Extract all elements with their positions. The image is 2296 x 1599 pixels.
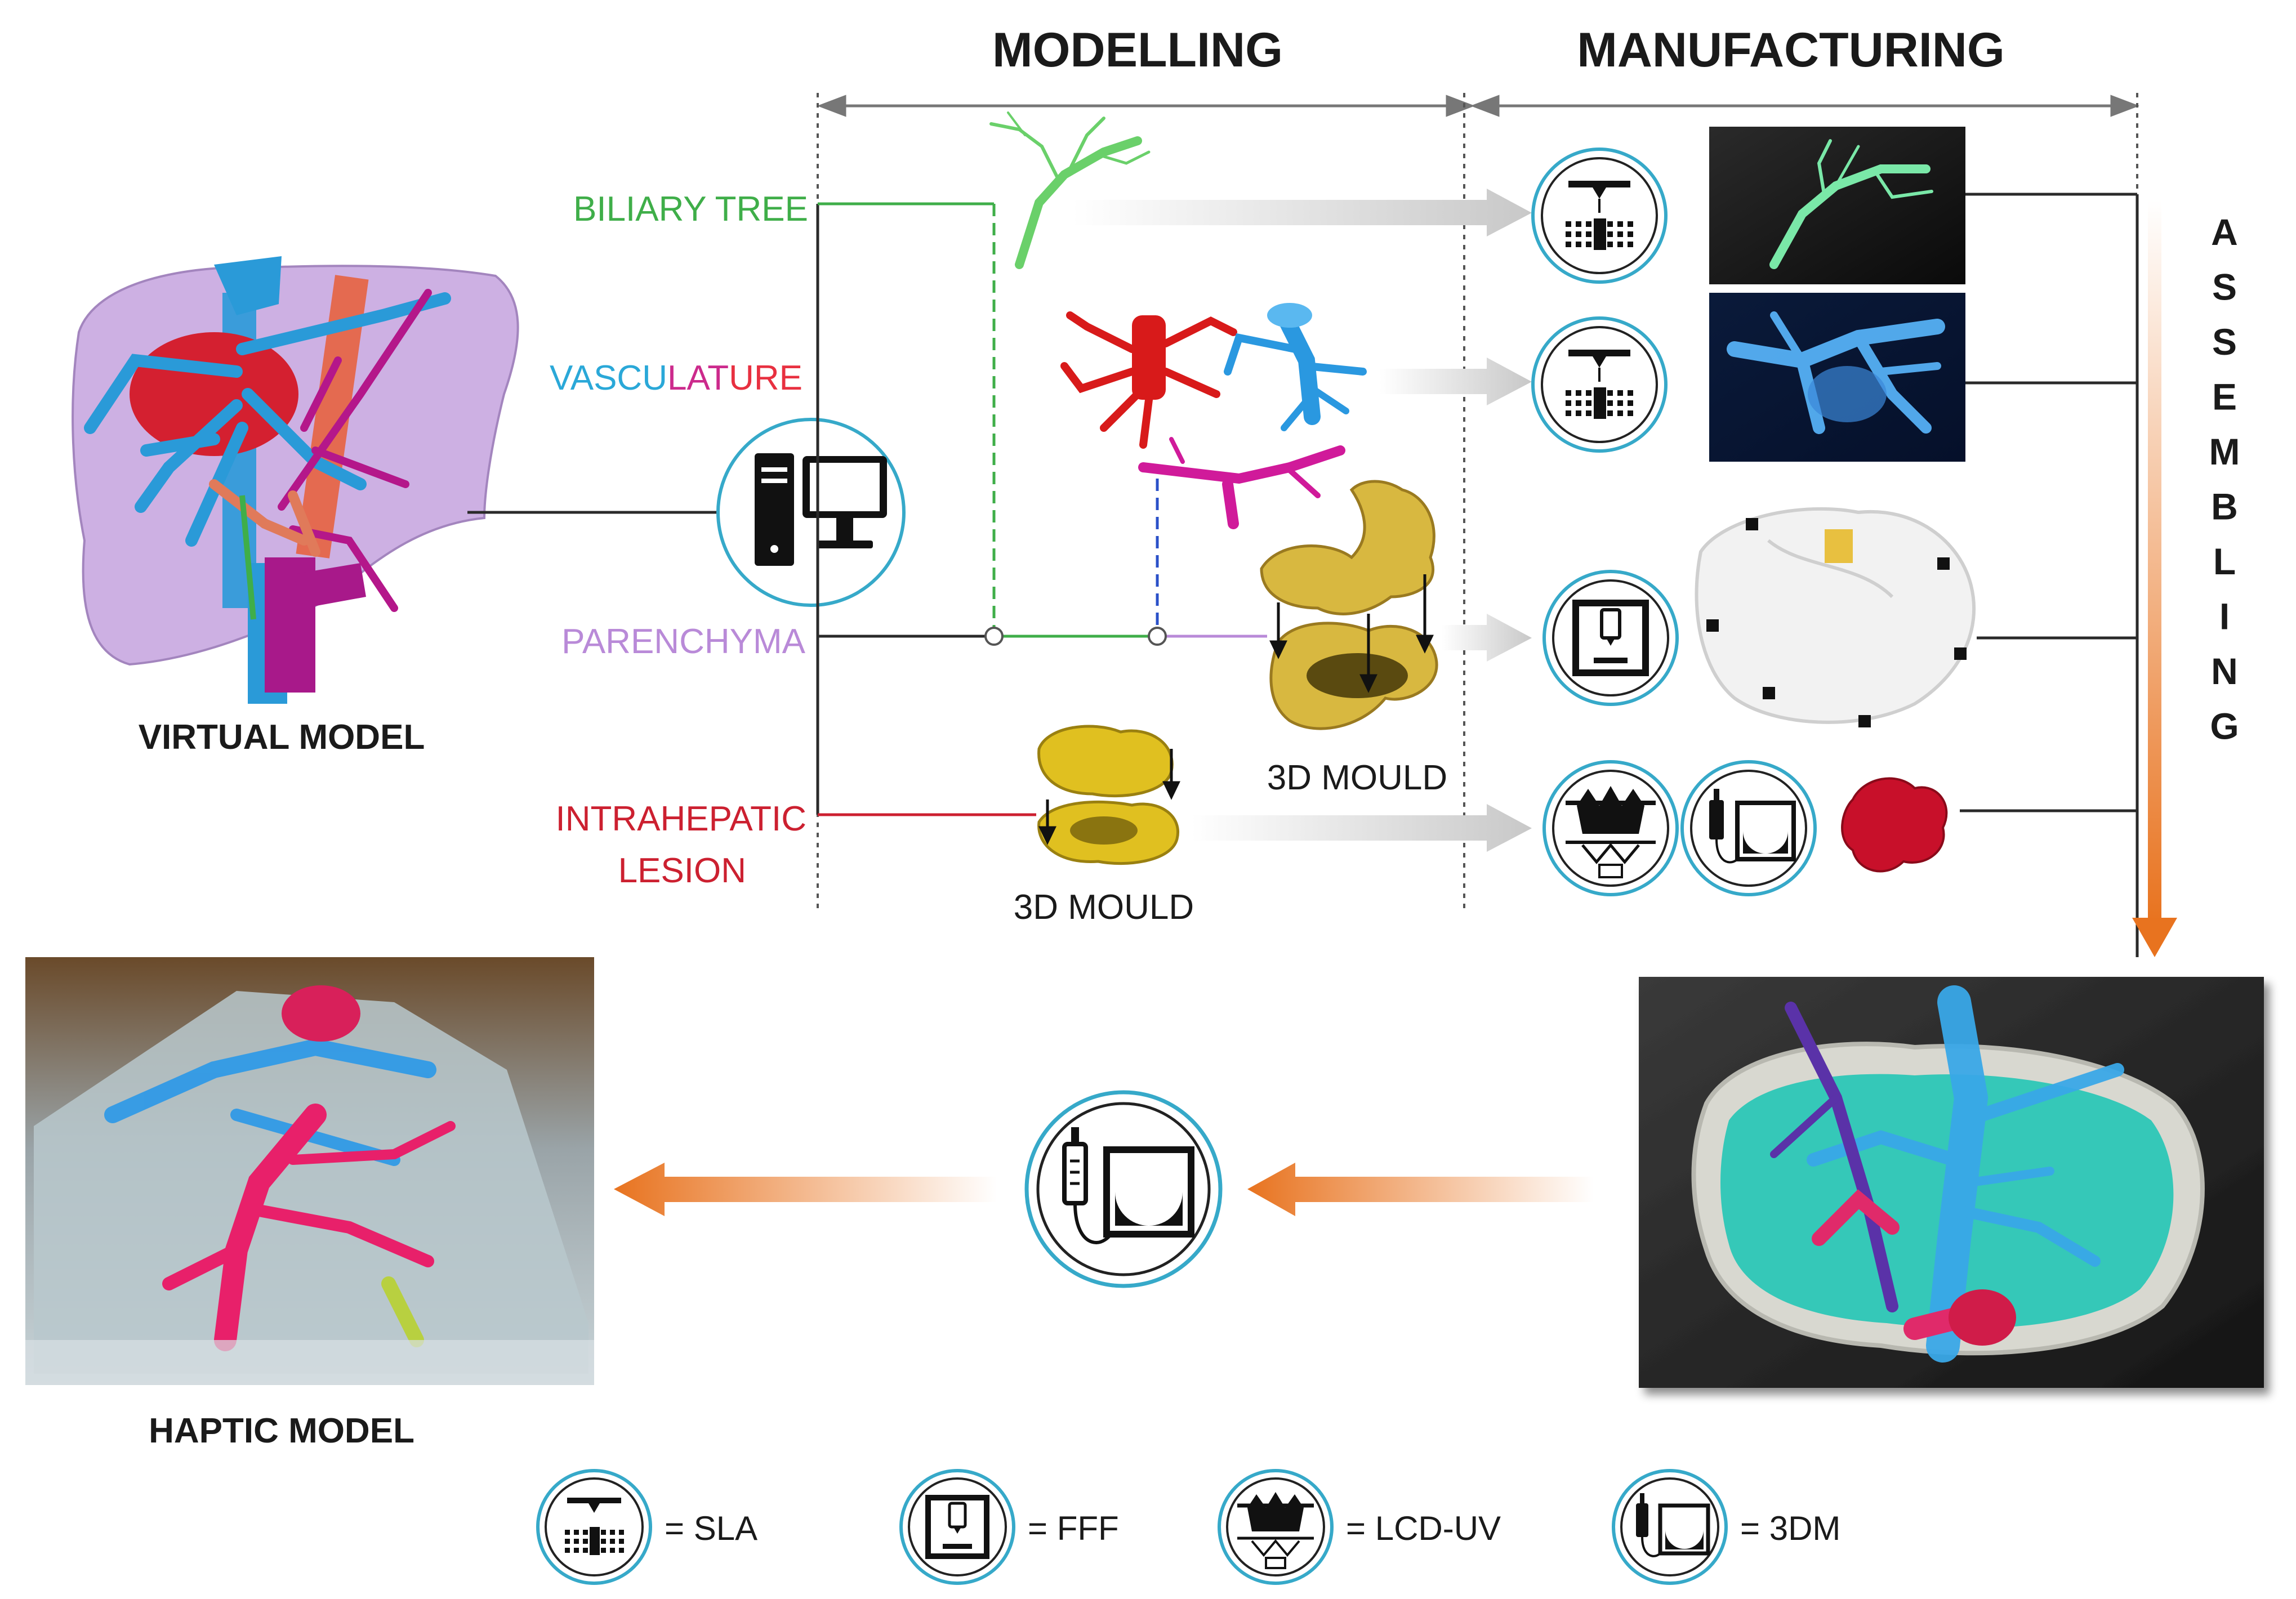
parenchyma-mould-model [1260,480,1438,730]
fff-printer-icon [1542,570,1679,706]
flow-arrow-to-casting [1247,1163,1594,1216]
biliary-tree-label: BILIARY TREE [573,190,808,229]
sla-printer-icon [1531,148,1668,284]
sla-printer-icon [1531,316,1668,453]
parenchyma-mould-label: 3D MOULD [1267,758,1447,797]
flow-arrows-to-manufacturing [1073,189,1532,852]
legend-lcd-uv-label: = LCD-UV [1346,1509,1501,1547]
parenchyma-print-photo [1695,507,1976,727]
haptic-model-photo [25,957,594,1385]
lesion-print-photo [1841,777,1948,873]
legend-sla-label: = SLA [665,1509,757,1547]
assembling-letter: E [2212,376,2237,418]
biliary-tree-model [989,111,1151,269]
virtual-model-image [72,256,519,704]
biliary-print-photo [1709,127,1965,284]
lesion-label-line-1: INTRAHEPATIC [555,800,806,838]
assembling-letter: A [2211,211,2238,253]
vasculature-print-photo [1709,293,1965,462]
legend: = SLA = FFF = LCD-UV [536,1469,1840,1585]
lesion-mould-label: 3D MOULD [1014,888,1194,927]
3dm-casting-icon [1612,1469,1728,1585]
lesion-mould-model [1037,725,1180,865]
lesion-label-line-2: LESION [618,851,746,890]
assembling-letter: L [2213,541,2236,582]
manufacturing-header: MANUFACTURING [1577,23,2005,77]
flow-arrow-to-haptic [614,1163,997,1216]
assembling-arrow [2132,200,2177,957]
assembly-photo [1639,977,2264,1388]
computer-icon [716,418,906,607]
assembling-letter: G [2210,705,2239,747]
lcd-uv-printer-icon [1542,760,1679,896]
haptic-model-label: HAPTIC MODEL [149,1412,414,1450]
vasculature-label-part-1: VASCU [550,359,667,397]
vasculature-label-part-3: URE [729,359,803,397]
legend-fff-label: = FFF [1028,1509,1119,1547]
vasculature-magenta-model [1138,437,1345,529]
vasculature-label-part-2: LAT [667,359,729,397]
vasculature-red-model [1060,311,1237,449]
parenchyma-label: PARENCHYMA [561,622,806,661]
assembling-letter: N [2211,650,2238,692]
assembling-letter: S [2212,266,2237,308]
vasculature-blue-model [1224,303,1367,431]
lcd-uv-printer-icon [1218,1469,1334,1585]
assembling-letter: S [2212,321,2237,363]
manufacturing-connectors [1960,193,2139,957]
modelling-span-arrow [817,95,1475,117]
legend-3dm-label: = 3DM [1740,1509,1840,1547]
assembling-letter: M [2209,431,2240,472]
vasculature-label: VASCULATURE [550,359,803,397]
sla-printer-icon [536,1469,652,1585]
3dm-casting-icon [1024,1090,1223,1288]
assembling-letter: I [2219,596,2230,637]
virtual-model-label: VIRTUAL MODEL [139,718,425,757]
fff-printer-icon [899,1469,1015,1585]
manufacturing-span-arrow [1470,95,2140,117]
junction-node [1148,627,1167,646]
modelling-header: MODELLING [992,23,1283,77]
junction-node [984,627,1004,646]
3dm-casting-icon [1680,760,1817,896]
assembling-letter: B [2211,486,2238,528]
